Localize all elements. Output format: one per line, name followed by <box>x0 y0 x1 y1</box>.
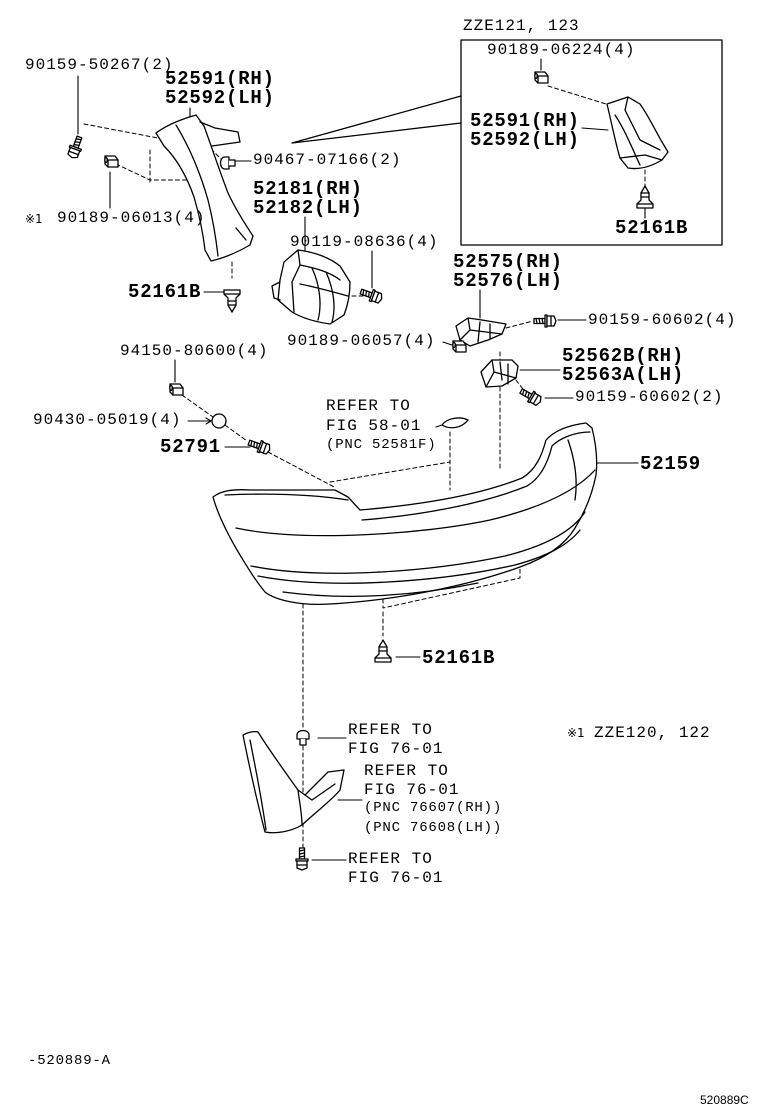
push-pin-icon <box>223 289 241 313</box>
ref-76a-line-1: REFER TO <box>348 721 433 739</box>
inset-liner-part <box>606 96 669 170</box>
nut-icon <box>534 71 549 84</box>
label-inset-bolt: 90189-06224(4) <box>487 41 636 59</box>
label-bolt-90159-4: 90159-60602(4) <box>588 311 737 329</box>
label-liner-rh: 52591(RH) <box>165 68 275 90</box>
label-bolt-top-left: 90159-50267(2) <box>25 56 174 74</box>
label-inset-liner-lh: 52592(LH) <box>470 129 580 151</box>
washer-icon <box>211 413 227 429</box>
nut-icon <box>169 383 184 396</box>
label-side-bracket-rh: 52562B(RH) <box>562 345 685 367</box>
bolt-icon <box>65 134 86 161</box>
ref-58-line-1: REFER TO <box>326 397 411 415</box>
ref-76c-line-2: FIG 76-01 <box>348 869 444 887</box>
mudguard-part <box>242 730 345 834</box>
label-bumper-cover: 52159 <box>640 453 702 475</box>
label-inset-clip: 52161B <box>615 217 689 239</box>
footnote-text: ZZE120, 122 <box>594 724 711 742</box>
nut-icon <box>104 155 119 168</box>
inset-pointer-lines <box>291 95 462 144</box>
push-pin-icon <box>374 639 392 663</box>
label-bolt-90159-2: 90159-60602(2) <box>575 388 724 406</box>
ref-76b-line-3: (PNC 76607(RH)) <box>364 800 503 816</box>
label-washer-90430: 90430-05019(4) <box>33 411 182 429</box>
reflector-part <box>441 417 469 429</box>
push-pin-icon <box>636 185 654 209</box>
ref-76b-line-4: (PNC 76608(LH)) <box>364 820 503 836</box>
inset-frame <box>460 39 723 246</box>
label-side-bracket-lh: 52563A(LH) <box>562 364 685 386</box>
side-bracket-detail <box>485 359 517 388</box>
label-inset-liner-rh: 52591(RH) <box>470 110 580 132</box>
clip-icon <box>219 156 236 170</box>
nut-icon <box>452 340 467 353</box>
footnote-mark: ※1 <box>567 726 585 740</box>
label-screw-52791: 52791 <box>160 436 222 458</box>
bolt-icon <box>295 847 309 871</box>
figure-code: 520889C <box>700 1093 749 1107</box>
bolt-icon <box>358 285 385 306</box>
ref-76b-line-2: FIG 76-01 <box>364 781 460 799</box>
inset-title: ZZE121, 123 <box>463 17 580 35</box>
bolt-icon <box>533 314 557 328</box>
mudguard-detail <box>249 739 336 831</box>
label-retainer-lh: 52182(LH) <box>253 197 363 219</box>
rear-bumper-cover-detail <box>224 431 596 597</box>
ref-76c-line-1: REFER TO <box>348 850 433 868</box>
label-bracket-rh: 52575(RH) <box>453 251 563 273</box>
label-nut-90189-06013: 90189-06013(4) <box>57 209 206 227</box>
label-retainer-rh: 52181(RH) <box>253 178 363 200</box>
ref-76b-line-1: REFER TO <box>364 762 449 780</box>
label-bolt-90189-06057: 90189-06057(4) <box>287 332 436 350</box>
note-mark: ※1 <box>25 212 43 226</box>
ref-58-line-3: (PNC 52581F) <box>326 437 437 453</box>
label-clip-90467: 90467-07166(2) <box>253 151 402 169</box>
bolt-icon <box>517 385 544 408</box>
rear-bumper-cover-part <box>212 422 598 606</box>
bumper-bracket-detail <box>459 317 503 343</box>
ref-76a-line-2: FIG 76-01 <box>348 740 444 758</box>
fender-liner-detail <box>175 121 247 257</box>
inset-liner-detail <box>614 96 663 166</box>
label-liner-lh: 52592(LH) <box>165 87 275 109</box>
label-bolt-90119: 90119-08636(4) <box>290 233 439 251</box>
leader-lines <box>77 58 646 861</box>
bumper-retainer-detail <box>271 249 349 323</box>
label-clip-left: 52161B <box>128 281 202 303</box>
screw-icon <box>246 436 273 457</box>
clip-icon <box>296 729 310 746</box>
drawing-code: -520889-A <box>28 1053 111 1069</box>
label-bracket-lh: 52576(LH) <box>453 270 563 292</box>
label-clip-bottom: 52161B <box>422 647 496 669</box>
label-nut-94150: 94150-80600(4) <box>120 342 269 360</box>
ref-58-line-2: FIG 58-01 <box>326 417 422 435</box>
